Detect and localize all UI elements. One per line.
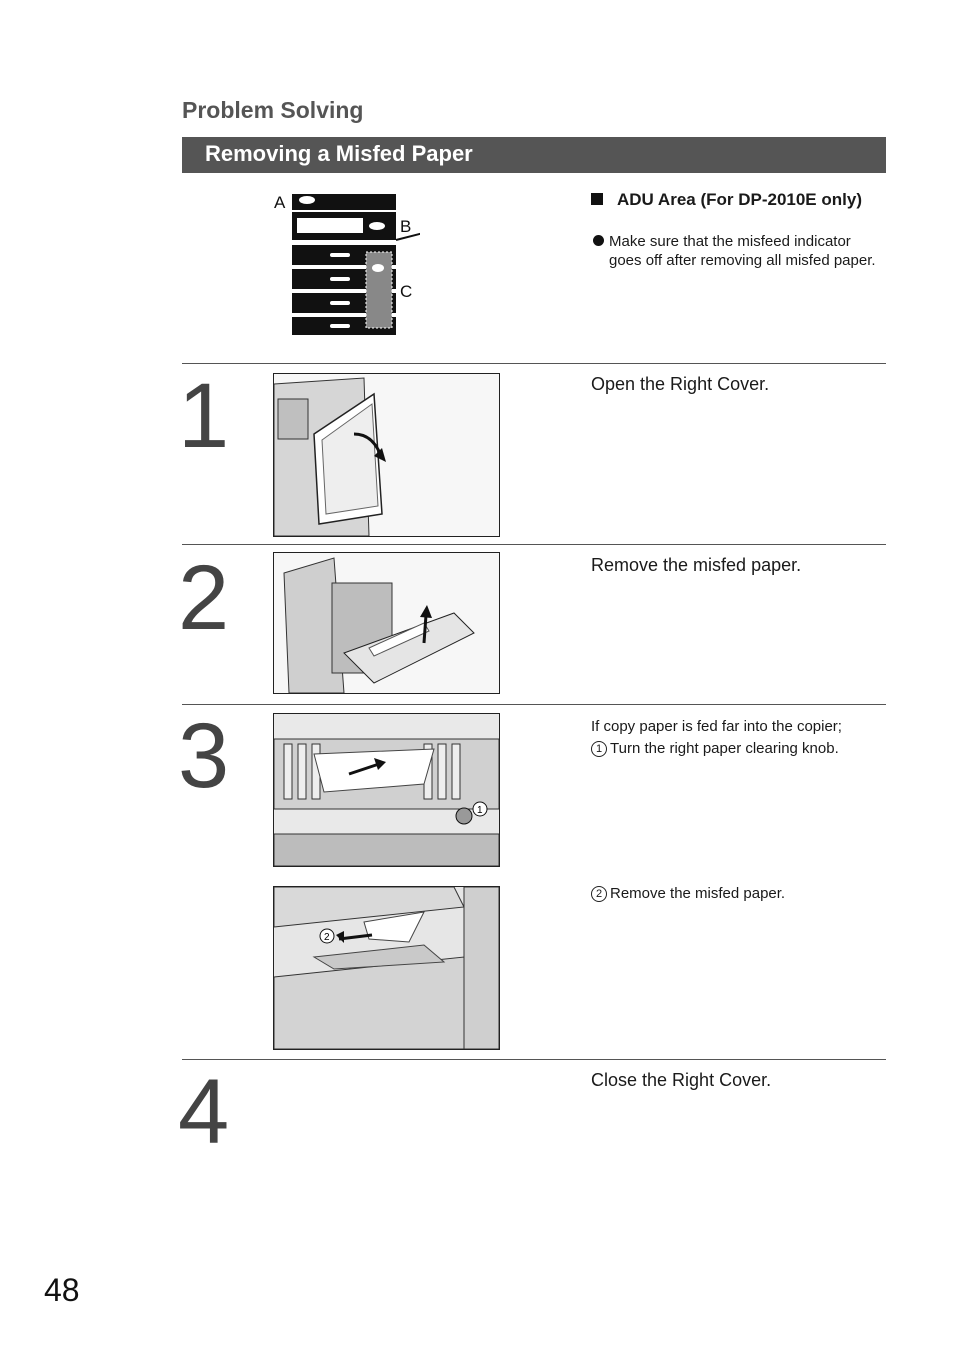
page-title-banner: Removing a Misfed Paper: [182, 137, 886, 173]
step-number: 1: [178, 365, 230, 467]
step3-illustration-knob: 1: [273, 713, 500, 867]
step4-text: Close the Right Cover.: [591, 1070, 772, 1090]
diagram-label-a: A: [274, 193, 286, 212]
square-bullet-icon: [591, 193, 603, 205]
step3-intro: If copy paper is fed far into the copier…: [591, 718, 842, 735]
divider: [182, 363, 886, 364]
divider: [182, 704, 886, 705]
svg-text:1: 1: [477, 805, 483, 816]
step1-illustration: [273, 373, 500, 537]
adu-note: Make sure that the misfeed indicator goe…: [593, 232, 883, 270]
step1-text: Open the Right Cover.: [591, 374, 770, 394]
circled-number: 2: [591, 886, 607, 902]
divider: [182, 544, 886, 545]
step-number: 2: [178, 547, 230, 649]
machine-diagram: [270, 190, 436, 340]
diagram-label-b: B: [400, 217, 412, 236]
adu-heading: ADU Area (For DP-2010E only): [591, 190, 862, 210]
divider: [182, 1059, 886, 1060]
section-title: Problem Solving: [182, 97, 364, 123]
diagram-label-c: C: [400, 282, 413, 301]
round-bullet-icon: [593, 235, 604, 246]
step3-illustration-remove: 2: [273, 886, 500, 1050]
step-number: 4: [178, 1061, 230, 1163]
page-title: Removing a Misfed Paper: [205, 141, 473, 166]
svg-text:2: 2: [324, 932, 330, 943]
step-number: 3: [178, 705, 230, 807]
step2-text: Remove the misfed paper.: [591, 555, 802, 575]
circled-number: 1: [591, 741, 607, 757]
page-number: 48: [44, 1272, 80, 1308]
step2-illustration: [273, 552, 500, 694]
